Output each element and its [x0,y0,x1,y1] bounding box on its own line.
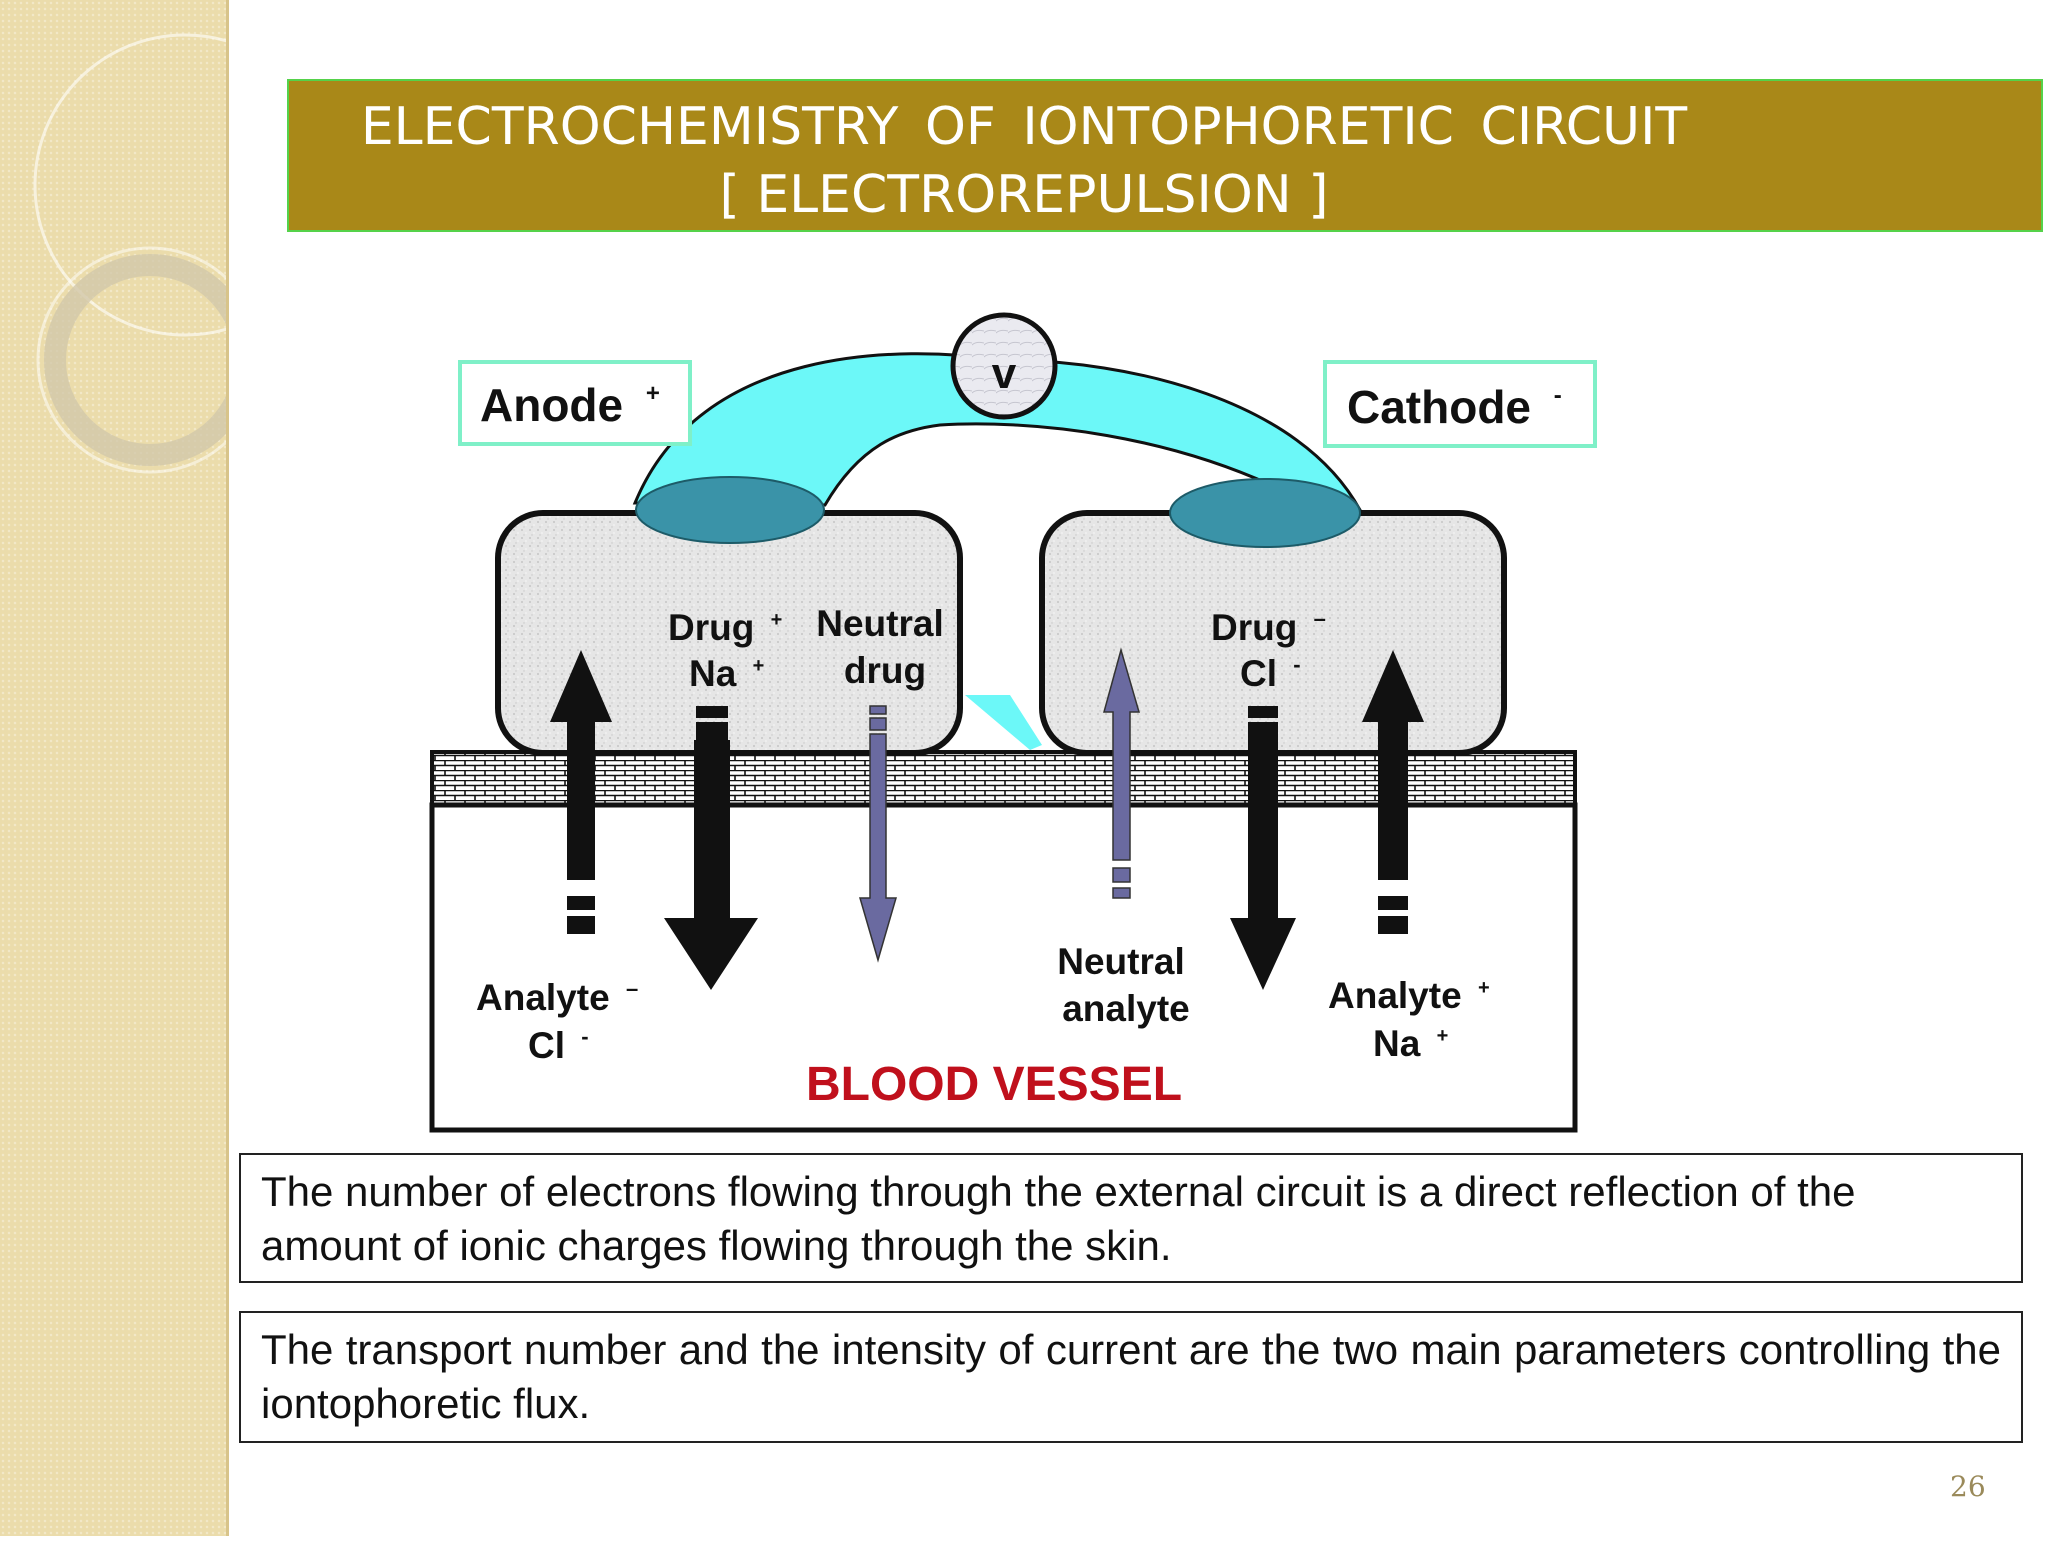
cathode-sign: - [1554,382,1562,409]
neutral-drug-label-2: drug [844,650,926,691]
cl-left-label: Cl [528,1025,565,1066]
anode-electrode [635,476,825,544]
na-right-label: Na [1373,1023,1421,1064]
drug-cl-down-arrow [1230,706,1296,990]
page-number: 26 [1950,1470,1986,1503]
note-transport-number: The transport number and the intensity o… [239,1311,2023,1443]
cathode-label-box [1323,360,1597,448]
anode-label-box [458,360,692,446]
cl-left-sign: - [581,1024,588,1049]
cathode-drug-sign: – [1314,606,1326,631]
salt-bridge [632,352,1363,512]
neutral-analyte-label-1: Neutral [1057,941,1184,982]
neutral-analyte-up-arrow [1103,647,1140,899]
svg-text:Cathode -: Cathode - [1347,381,1562,433]
note-electron-flow: The number of electrons flowing through … [239,1153,2023,1283]
title-line-2: [ ELECTROREPULSION ] [719,165,1329,225]
svg-text:Cl -: Cl - [528,1024,589,1066]
analyte-left-label: Analyte [476,977,610,1018]
analyte-na-up-arrow [1362,650,1424,934]
voltmeter-label: v [992,349,1017,398]
svg-text:Anode +: Anode + [480,379,660,431]
title-banner: ELECTROCHEMISTRY OF IONTOPHORETIC CIRCUI… [287,79,2043,232]
cathode-cl-label: Cl [1240,653,1277,694]
svg-text:Cl -: Cl - [1240,652,1301,694]
neutral-drug-label-1: Neutral [816,603,943,644]
cathode-label: Cathode [1347,381,1531,433]
anode-drug-sign: + [771,609,783,631]
analyte-left-sign: – [626,976,638,1001]
svg-text:Na +: Na + [1373,1023,1448,1064]
sidebar-divider [226,0,229,1536]
na-right-sign: + [1437,1025,1449,1047]
drug-na-down-arrow [664,706,758,990]
cathode-electrode [1169,478,1361,548]
decorative-sidebar [0,0,337,1536]
svg-text:Analyte –: Analyte – [476,976,638,1018]
neutral-analyte-label-2: analyte [1062,988,1190,1029]
svg-text:Drug –: Drug – [1211,606,1326,648]
anode-label: Anode [480,379,623,431]
analyte-cl-up-arrow [550,650,612,934]
analyte-right-sign: + [1478,977,1490,999]
voltmeter [950,312,1058,420]
cathode-drug-label: Drug [1211,607,1297,648]
svg-text:Analyte +: Analyte + [1328,975,1490,1016]
anode-sign: + [646,380,660,407]
analyte-right-label: Analyte [1328,975,1462,1016]
svg-text:Na +: Na + [689,653,764,694]
anode-na-sign: + [753,655,765,677]
blood-vessel-label: BLOOD VESSEL [806,1058,1182,1111]
neutral-drug-down-arrow [859,705,897,963]
anode-na-label: Na [689,653,737,694]
svg-text:Drug +: Drug + [668,607,782,648]
cathode-cl-sign: - [1293,652,1300,677]
anode-drug-label: Drug [668,607,754,648]
bridge-gap-wedge [965,695,1042,750]
title-line-1: ELECTROCHEMISTRY OF IONTOPHORETIC CIRCUI… [360,97,1688,157]
